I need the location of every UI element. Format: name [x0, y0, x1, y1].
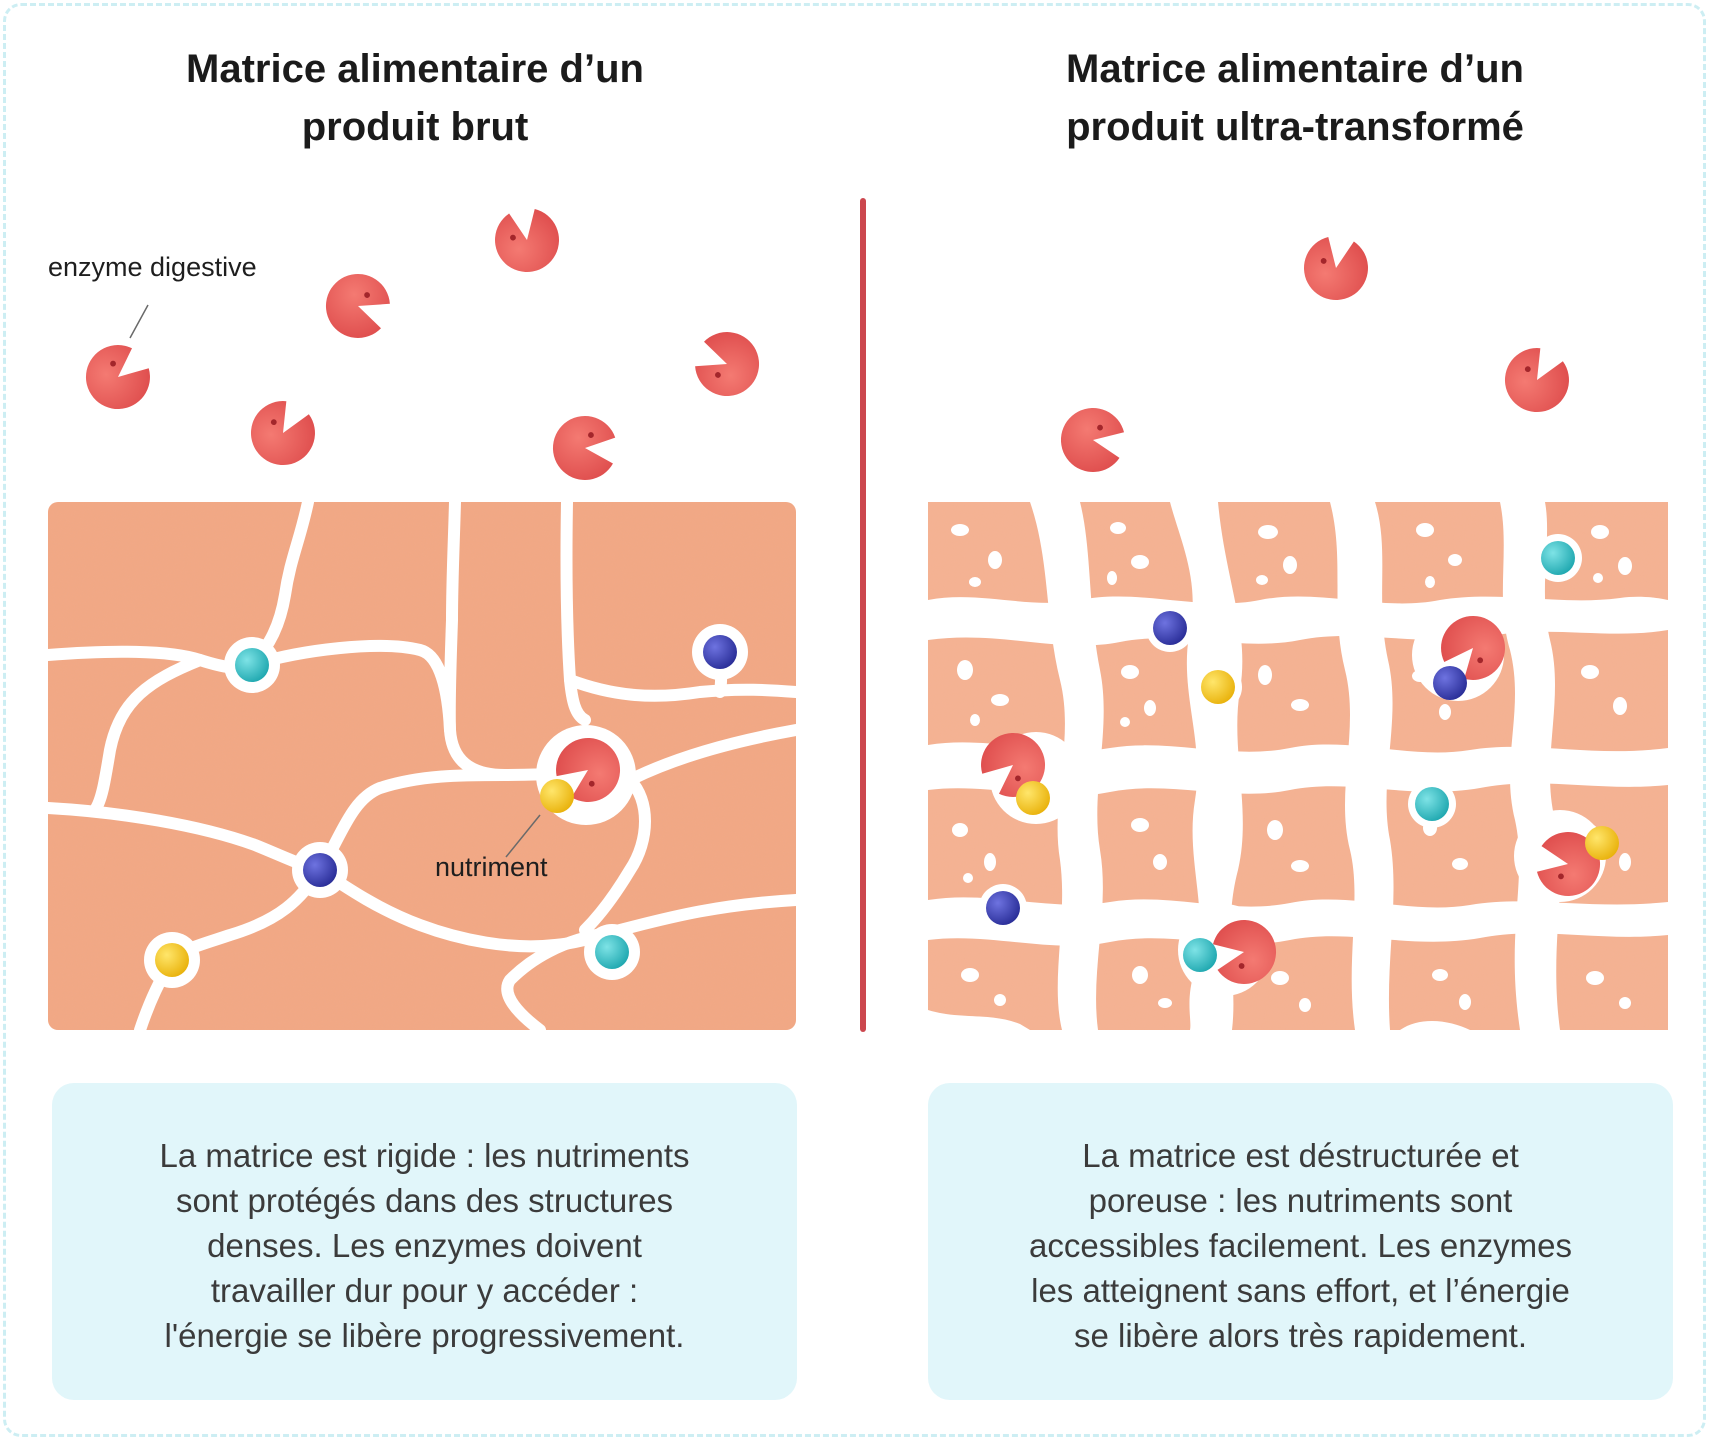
caption-raw-product: La matrice est rigide : les nutriments s…	[52, 1083, 797, 1400]
title-raw-product: Matrice alimentaire d’un produit brut	[65, 40, 765, 156]
enzyme	[695, 332, 760, 396]
enzyme	[251, 401, 315, 466]
caption-ultra-line-5: se libère alors très rapidement.	[1073, 1317, 1528, 1354]
caption-raw-line-2: sont protégés dans des structures	[175, 1182, 674, 1219]
caption-raw-line-1: La matrice est rigide : les nutriments	[159, 1137, 690, 1174]
enzyme	[1212, 919, 1277, 984]
caption-ultra-line-3: accessibles facilement. Les enzymes	[1029, 1227, 1572, 1264]
enzyme	[1536, 832, 1601, 897]
nutrient-yellow	[1201, 670, 1235, 704]
nutrient-yellow	[155, 943, 189, 977]
nutrient-blue	[1153, 611, 1187, 645]
caption-ultra-line-1: La matrice est déstructurée et	[1082, 1137, 1519, 1174]
enzyme-label-leader	[129, 304, 149, 339]
caption-ultra-line-4: les atteignent sans effort, et l’énergie	[1031, 1272, 1570, 1309]
title-raw-line-1: Matrice alimentaire d’un	[186, 47, 644, 91]
nutrient-cyan	[595, 935, 629, 969]
frame-border	[3, 3, 1706, 1437]
caption-raw-line-3: denses. Les enzymes doivent	[207, 1227, 642, 1264]
nutrient-blue	[303, 853, 337, 887]
nutrient-cyan	[1183, 938, 1217, 972]
nutrient-yellow	[1016, 781, 1050, 815]
enzyme	[981, 733, 1046, 797]
nutrient-yellow	[1585, 826, 1619, 860]
nutrient-yellow	[540, 779, 574, 813]
nutrient-blue	[703, 635, 737, 669]
caption-raw-line-4: travailler dur pour y accéder :	[210, 1272, 639, 1309]
nutrient-cyan	[235, 648, 269, 682]
title-raw-line-2: produit brut	[301, 105, 529, 149]
enzyme-label: enzyme digestive	[48, 252, 257, 282]
caption-ultra-line-2: poreuse : les nutriments sont	[1088, 1182, 1513, 1219]
enzymes	[85, 208, 1601, 984]
enzyme	[556, 737, 620, 802]
title-ultra-line-1: Matrice alimentaire d’un	[1066, 47, 1524, 91]
enzyme	[1505, 348, 1569, 413]
raw-matrix-cell-walls	[42, 496, 802, 1036]
raw-matrix	[42, 496, 802, 1036]
nutrient-blue	[1433, 666, 1467, 700]
title-ultra-line-2: produit ultra-transformé	[1066, 105, 1524, 149]
enzyme	[85, 345, 150, 409]
nutrient-cyan	[1541, 541, 1575, 575]
nutrient-cyan	[1415, 787, 1449, 821]
enzyme	[552, 416, 616, 480]
enzyme	[325, 274, 390, 338]
title-ultra-processed-product: Matrice alimentaire d’un produit ultra-t…	[945, 40, 1645, 156]
caption-raw-line-5: l'énergie se libère progressivement.	[164, 1317, 685, 1354]
enzyme	[1441, 615, 1505, 680]
nutrient-blue	[986, 891, 1020, 925]
nutrients	[155, 541, 1619, 977]
enzyme	[495, 208, 560, 273]
caption-ultra-processed-product: La matrice est déstructurée et poreuse :…	[928, 1083, 1673, 1400]
porous-matrix-gaps	[928, 502, 1668, 1030]
panel-divider	[860, 198, 866, 1032]
nutrient-label-leader	[505, 814, 541, 858]
enzyme	[1303, 236, 1368, 301]
enzyme	[1060, 407, 1125, 472]
nutrient-label: nutriment	[435, 852, 548, 882]
